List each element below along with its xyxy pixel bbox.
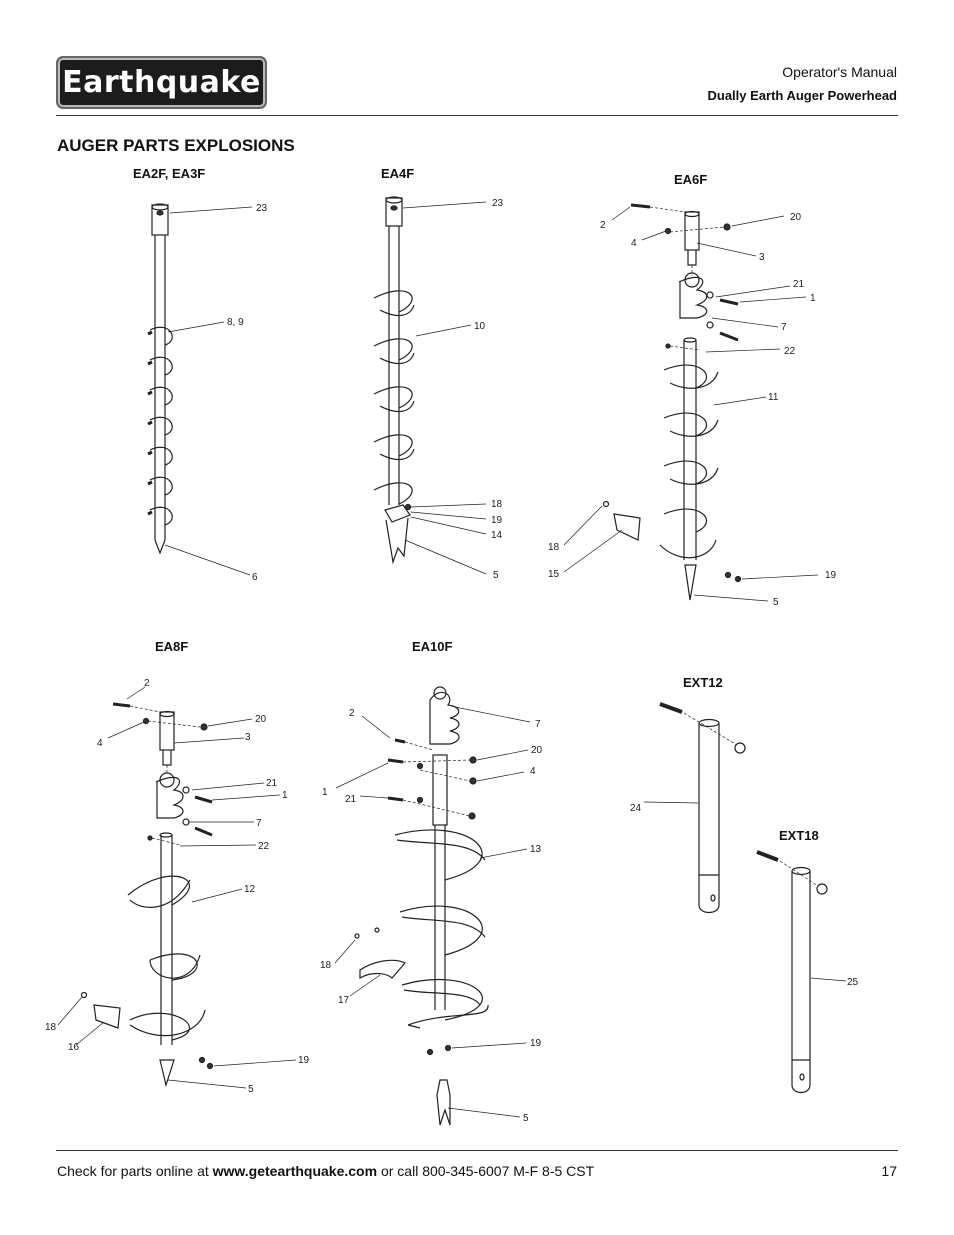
callout-ea10f-13: 13 [530,844,542,855]
callout-ea6f-15: 15 [548,569,560,580]
footer-website-link[interactable]: www.getearthquake.com [212,1163,378,1179]
auger-ea2f [147,203,173,555]
callout-ea6f-21: 21 [793,279,805,290]
manual-title: Dually Earth Auger Powerhead [707,88,897,103]
model-label-ea8f: EA8F [155,639,189,654]
model-label-ea4f: EA4F [381,166,415,181]
callout-ea10f-1: 1 [322,787,328,798]
callout-ea8f-2: 2 [144,678,150,689]
logo-text: Earthquake [62,65,261,100]
callout-ea8f-7: 7 [256,818,262,829]
callout-ea8f-20: 20 [255,714,267,725]
footer-rule [56,1150,898,1151]
callout-ea10f-20: 20 [531,745,543,756]
manual-type: Operator's Manual [782,64,897,80]
auger-ea4f [373,196,415,565]
callout-ea4f-5: 5 [493,570,499,581]
callout-ea6f-22: 22 [784,346,796,357]
callout-ext18-25: 25 [847,977,859,988]
model-label-ea2f: EA2F, EA3F [133,166,206,181]
auger-ea8f [80,702,214,1088]
auger-ea6f [602,203,742,601]
footer-suffix: or call 800-345-6007 M-F 8-5 CST [380,1163,595,1179]
callout-ea6f-7: 7 [781,322,787,333]
model-label-ea10f: EA10F [412,639,453,654]
callout-ea4f-19: 19 [491,515,503,526]
footer-prefix: Check for parts online at [57,1163,209,1179]
callout-ea8f-22: 22 [258,841,270,852]
callout-ea6f-1: 1 [810,293,816,304]
earthquake-logo: Earthquake [56,56,267,109]
callout-ea6f-3: 3 [759,252,765,263]
callout-ea6f-2: 2 [600,220,606,231]
callout-ea2f-8-9: 8, 9 [227,317,244,328]
callout-ea6f-5: 5 [773,597,779,608]
callout-ea8f-3: 3 [245,732,251,743]
header-rule [56,115,898,116]
callout-ea10f-18: 18 [320,960,332,971]
extension-ext18 [756,850,828,1094]
callout-ea8f-16: 16 [68,1042,80,1053]
callout-ea10f-17: 17 [338,995,350,1006]
callout-ea10f-2: 2 [349,708,355,719]
callout-ea8f-12: 12 [244,884,256,895]
model-label-ext12: EXT12 [683,675,723,690]
section-title: AUGER PARTS EXPLOSIONS [57,136,295,155]
callout-ea6f-19: 19 [825,570,837,581]
model-label-ext18: EXT18 [779,828,819,843]
callout-ea6f-20: 20 [790,212,802,223]
callout-ea6f-18: 18 [548,542,560,553]
auger-ea10f [354,686,489,1126]
page-number: 17 [881,1163,897,1179]
callout-ea10f-4: 4 [530,766,536,777]
callout-ea8f-19: 19 [298,1055,310,1066]
callout-ea2f-6: 6 [252,572,258,583]
callout-ea4f-14: 14 [491,530,503,541]
callout-ea8f-4: 4 [97,738,103,749]
extension-ext12 [659,702,746,914]
callout-ea6f-4: 4 [631,238,637,249]
callout-ea4f-18: 18 [491,499,503,510]
callout-ea6f-11: 11 [768,392,779,403]
callout-ea10f-5: 5 [523,1113,529,1124]
callout-ea8f-18: 18 [45,1022,57,1033]
callout-ea8f-5: 5 [248,1084,254,1095]
callout-ea10f-19: 19 [530,1038,542,1049]
callout-ea8f-1: 1 [282,790,288,801]
callout-ea10f-7: 7 [535,719,541,730]
callout-ea2f-23: 23 [256,203,268,214]
callout-ea10f-21: 21 [345,794,357,805]
callout-ea8f-21: 21 [266,778,278,789]
callout-ext12-24: 24 [630,803,642,814]
callout-ea4f-10: 10 [474,321,486,332]
callout-ea4f-23: 23 [492,198,504,209]
footer-text: Check for parts online at www.getearthqu… [57,1163,594,1179]
model-label-ea6f: EA6F [674,172,708,187]
